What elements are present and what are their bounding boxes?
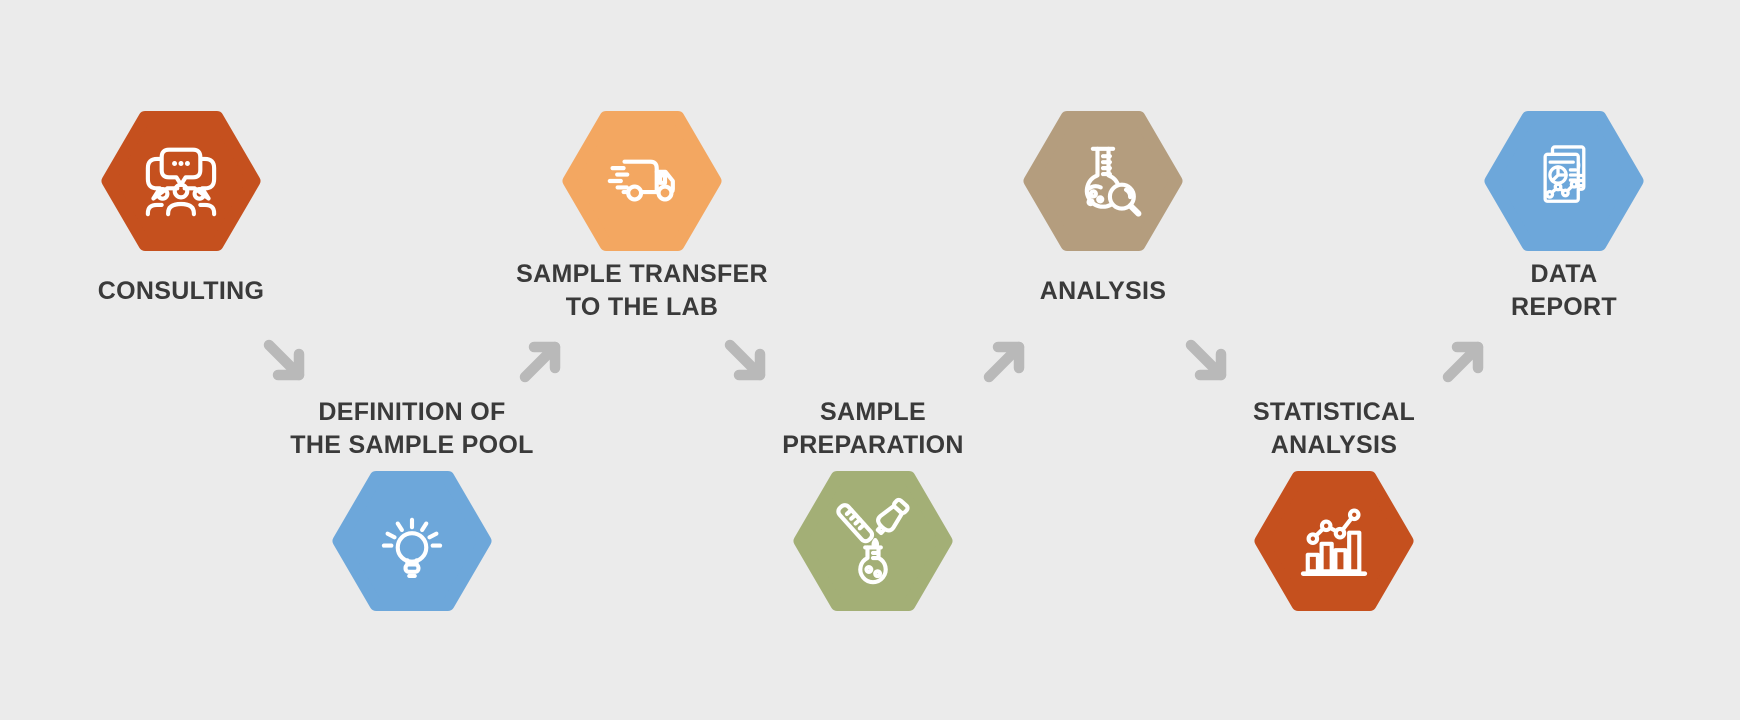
step-label: DATA REPORT [1414, 258, 1714, 324]
hexagon [1023, 111, 1183, 251]
flow-arrow-down-right-icon [1184, 338, 1230, 384]
step-label-line: DATA [1530, 260, 1598, 288]
step-label: SAMPLE PREPARATION [723, 396, 1023, 462]
lightbulb-icon [381, 517, 443, 579]
hexagon-shape [562, 110, 722, 252]
step-analysis: ANALYSIS [953, 0, 1253, 720]
hexagon [562, 111, 722, 251]
hexagon-shape [332, 470, 492, 612]
hexagon-shape [1023, 110, 1183, 252]
delivery-truck-icon [607, 159, 675, 202]
hexagon [1254, 471, 1414, 611]
flow-arrow-up-right-icon [982, 338, 1028, 384]
hexagon-shape [1484, 110, 1644, 252]
step-label-line: PREPARATION [782, 431, 964, 459]
hexagon-shape [793, 470, 953, 612]
hexagon [332, 471, 492, 611]
chat-group-icon [145, 147, 217, 217]
step-label: CONSULTING [31, 258, 331, 324]
step-statistical-analysis: STATISTICAL ANALYSIS [1184, 0, 1484, 720]
step-label: STATISTICAL ANALYSIS [1184, 396, 1484, 462]
flask-magnifier-icon [1084, 146, 1142, 217]
flow-arrow-up-right-icon [1441, 338, 1487, 384]
step-label-line: SAMPLE TRANSFER [516, 260, 768, 288]
step-label-line: DEFINITION OF [318, 398, 506, 426]
hexagon-shape [101, 110, 261, 252]
flow-arrow-down-right-icon [723, 338, 769, 384]
step-data-report: DATA REPORT [1414, 0, 1714, 720]
step-label-line: TO THE LAB [565, 293, 719, 321]
step-label-line: CONSULTING [97, 276, 265, 305]
step-label-line: REPORT [1511, 293, 1617, 321]
step-label-line: SAMPLE [820, 398, 926, 426]
hexagon-shape [1254, 470, 1414, 612]
flow-arrow-up-right-icon [518, 338, 564, 384]
step-sample-transfer-to-the-lab: SAMPLE TRANSFER TO THE LAB [492, 0, 792, 720]
step-label-line: ANALYSIS [1039, 276, 1167, 305]
step-label-line: ANALYSIS [1270, 431, 1398, 459]
report-documents-icon [1543, 145, 1586, 203]
step-label-line: THE SAMPLE POOL [290, 431, 534, 459]
step-label: SAMPLE TRANSFER TO THE LAB [492, 258, 792, 324]
flow-arrow-down-right-icon [262, 338, 308, 384]
test-tube-dropper-flask-icon [836, 497, 910, 585]
bar-chart-trend-icon [1300, 508, 1368, 576]
step-sample-preparation: SAMPLE PREPARATION [723, 0, 1023, 720]
step-label: DEFINITION OF THE SAMPLE POOL [262, 396, 562, 462]
step-label: ANALYSIS [953, 258, 1253, 324]
step-definition-of-the-sample-pool: DEFINITION OF THE SAMPLE POOL [262, 0, 562, 720]
step-consulting: CONSULTING [31, 0, 331, 720]
step-label-line: STATISTICAL [1252, 398, 1416, 426]
